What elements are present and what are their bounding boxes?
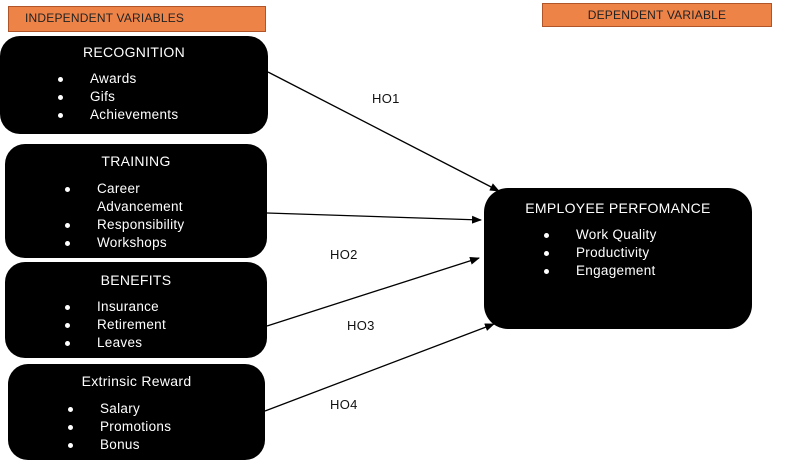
list-item: Salary: [64, 400, 171, 418]
arrow-recognition: [267, 71, 500, 192]
bullet-icon: [68, 425, 73, 430]
list-item: Career: [61, 180, 185, 198]
benefits-list: Insurance Retirement Leaves: [61, 298, 166, 352]
benefits-title: BENEFITS: [100, 272, 172, 288]
training-title: TRAINING: [101, 153, 171, 169]
list-item: Awards: [54, 70, 178, 88]
bullet-icon: [58, 95, 63, 100]
list-item: Workshops: [61, 234, 185, 252]
dependent-variable-header: DEPENDENT VARIABLE: [542, 3, 772, 27]
bullet-icon: [65, 223, 70, 228]
bullet-icon: [58, 77, 63, 82]
bullet-icon: [544, 269, 549, 274]
hypothesis-label-3: HO3: [347, 318, 375, 333]
independent-variables-header: INDEPENDENT VARIABLES: [8, 6, 266, 32]
list-item: Gifs: [54, 88, 178, 106]
list-item: Promotions: [64, 418, 171, 436]
hypothesis-label-4: HO4: [330, 397, 358, 412]
list-item: Bonus: [64, 436, 171, 454]
employee-performance-list: Work Quality Productivity Engagement: [540, 226, 657, 280]
bullet-icon: [544, 251, 549, 256]
list-item-continuation: Advancement: [97, 199, 183, 214]
bullet-icon: [58, 113, 63, 118]
bullet-icon: [544, 233, 549, 238]
bullet-icon: [68, 407, 73, 412]
bullet-icon: [65, 323, 70, 328]
arrow-training: [266, 212, 482, 224]
recognition-list: Awards Gifs Achievements: [54, 70, 178, 124]
list-item: Responsibility: [61, 216, 185, 234]
arrow-extrinsic: [264, 323, 495, 412]
extrinsic-reward-box: Extrinsic Reward Salary Promotions Bonus: [8, 364, 265, 460]
hypothesis-label-1: HO1: [372, 91, 400, 106]
list-item: Engagement: [540, 262, 657, 280]
extrinsic-reward-title: Extrinsic Reward: [81, 373, 192, 389]
benefits-box: BENEFITS Insurance Retirement Leaves: [5, 262, 267, 358]
bullet-icon: [65, 341, 70, 346]
list-item: Productivity: [540, 244, 657, 262]
hypothesis-label-2: HO2: [330, 247, 358, 262]
recognition-box: RECOGNITION Awards Gifs Achievements: [0, 36, 268, 134]
training-box: TRAINING Career Advancement Responsibili…: [5, 144, 267, 258]
bullet-icon: [65, 305, 70, 310]
list-item: Work Quality: [540, 226, 657, 244]
list-item: Retirement: [61, 316, 166, 334]
extrinsic-reward-list: Salary Promotions Bonus: [64, 400, 171, 454]
training-list: Career Advancement Responsibility Worksh…: [61, 180, 185, 252]
list-item: Leaves: [61, 334, 166, 352]
arrow-benefits: [266, 256, 480, 327]
bullet-icon: [68, 443, 73, 448]
bullet-icon: [65, 187, 70, 192]
employee-performance-title: EMPLOYEE PERFOMANCE: [525, 200, 711, 216]
bullet-icon: [65, 241, 70, 246]
recognition-title: RECOGNITION: [82, 44, 186, 60]
employee-performance-box: EMPLOYEE PERFOMANCE Work Quality Product…: [484, 188, 752, 329]
list-item: Achievements: [54, 106, 178, 124]
list-item: Insurance: [61, 298, 166, 316]
